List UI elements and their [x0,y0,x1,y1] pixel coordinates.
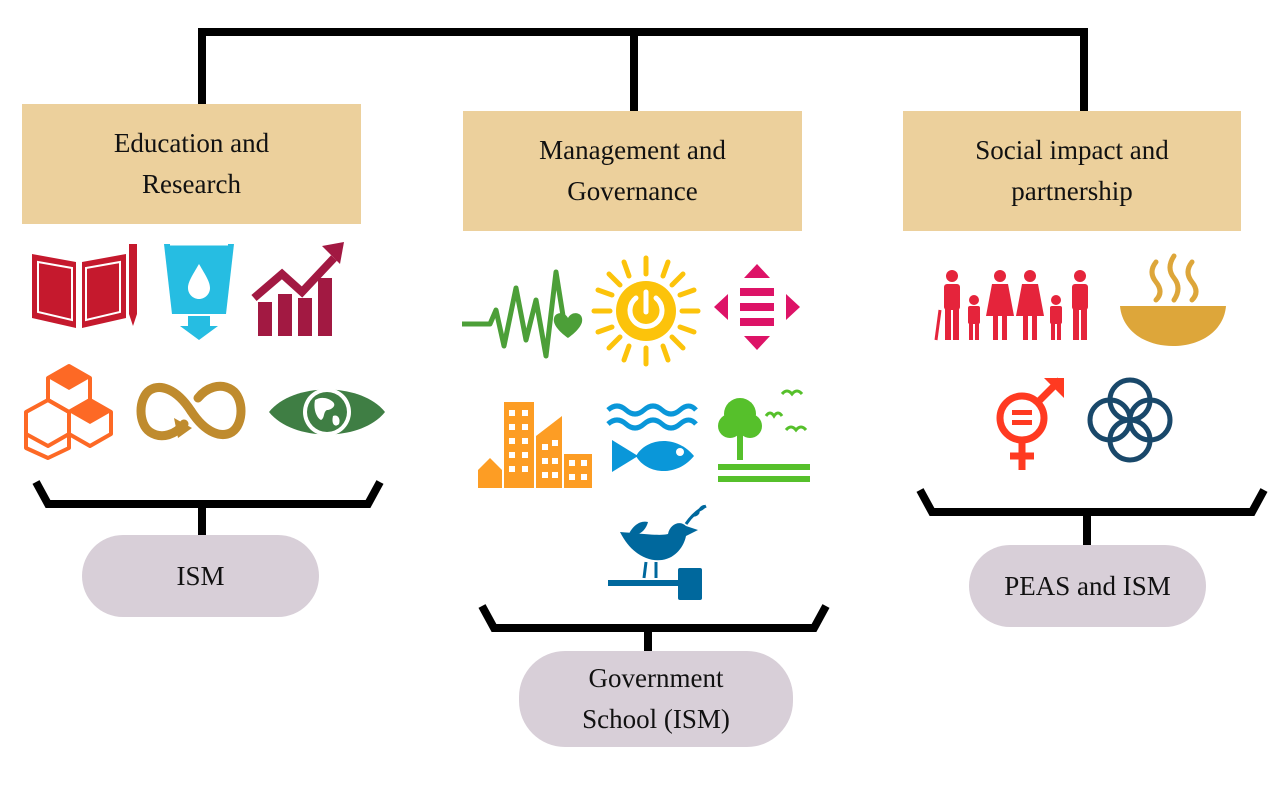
connector-education-owner [198,500,206,536]
owner-label: ISM [176,560,225,591]
social-bracket [916,486,1268,522]
category-title: Social impact and partnership [975,135,1169,206]
life-on-land-icon [716,386,812,484]
clean-water-sanitation-icon [162,242,236,340]
connector-education-drop [198,28,206,104]
category-social-impact: Social impact and partnership [903,111,1241,231]
owner-social: PEAS and ISM [969,545,1206,627]
category-education-research: Education and Research [22,104,361,224]
partnerships-for-goals-icon [1086,376,1174,464]
good-health-wellbeing-icon [460,269,586,359]
connector-management-drop [630,28,638,111]
no-poverty-family-icon [934,270,1096,342]
affordable-clean-energy-icon [591,255,701,367]
gender-equality-icon [992,376,1066,472]
connector-social-drop [1080,28,1088,111]
quality-education-book-pencil-icon [28,242,140,332]
responsible-consumption-production-icon [132,378,250,444]
climate-action-eye-globe-icon [267,380,387,444]
management-bracket [478,602,830,638]
reduced-inequalities-icon [712,262,802,352]
decent-work-economic-growth-icon [251,242,344,338]
industry-innovation-infrastructure-icon [20,364,118,460]
owner-management: Government School (ISM) [519,651,793,747]
life-below-water-icon [606,402,698,482]
owner-label: PEAS and ISM [1004,570,1171,601]
connector-social-owner [1083,508,1091,546]
owner-label: Government School (ISM) [582,663,730,734]
top-connector [198,28,1088,36]
education-bracket [32,478,384,514]
category-title: Education and Research [113,128,270,199]
category-management-governance: Management and Governance [463,111,802,231]
zero-hunger-bowl-icon [1118,253,1228,348]
peace-justice-institutions-icon [606,502,710,604]
category-title: Management and Governance [539,135,726,206]
sustainable-cities-communities-icon [476,400,594,490]
owner-education: ISM [82,535,319,617]
connector-management-owner [644,624,652,656]
